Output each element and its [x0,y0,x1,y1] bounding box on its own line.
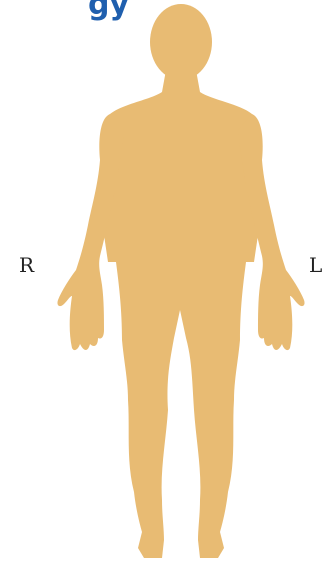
head-shape [150,4,212,80]
side-label-left: L [309,255,322,275]
side-label-right: R [19,255,34,275]
side-label-left-text: L [309,253,322,277]
side-label-right-text: R [19,253,34,277]
torso-legs-shape [102,70,261,558]
